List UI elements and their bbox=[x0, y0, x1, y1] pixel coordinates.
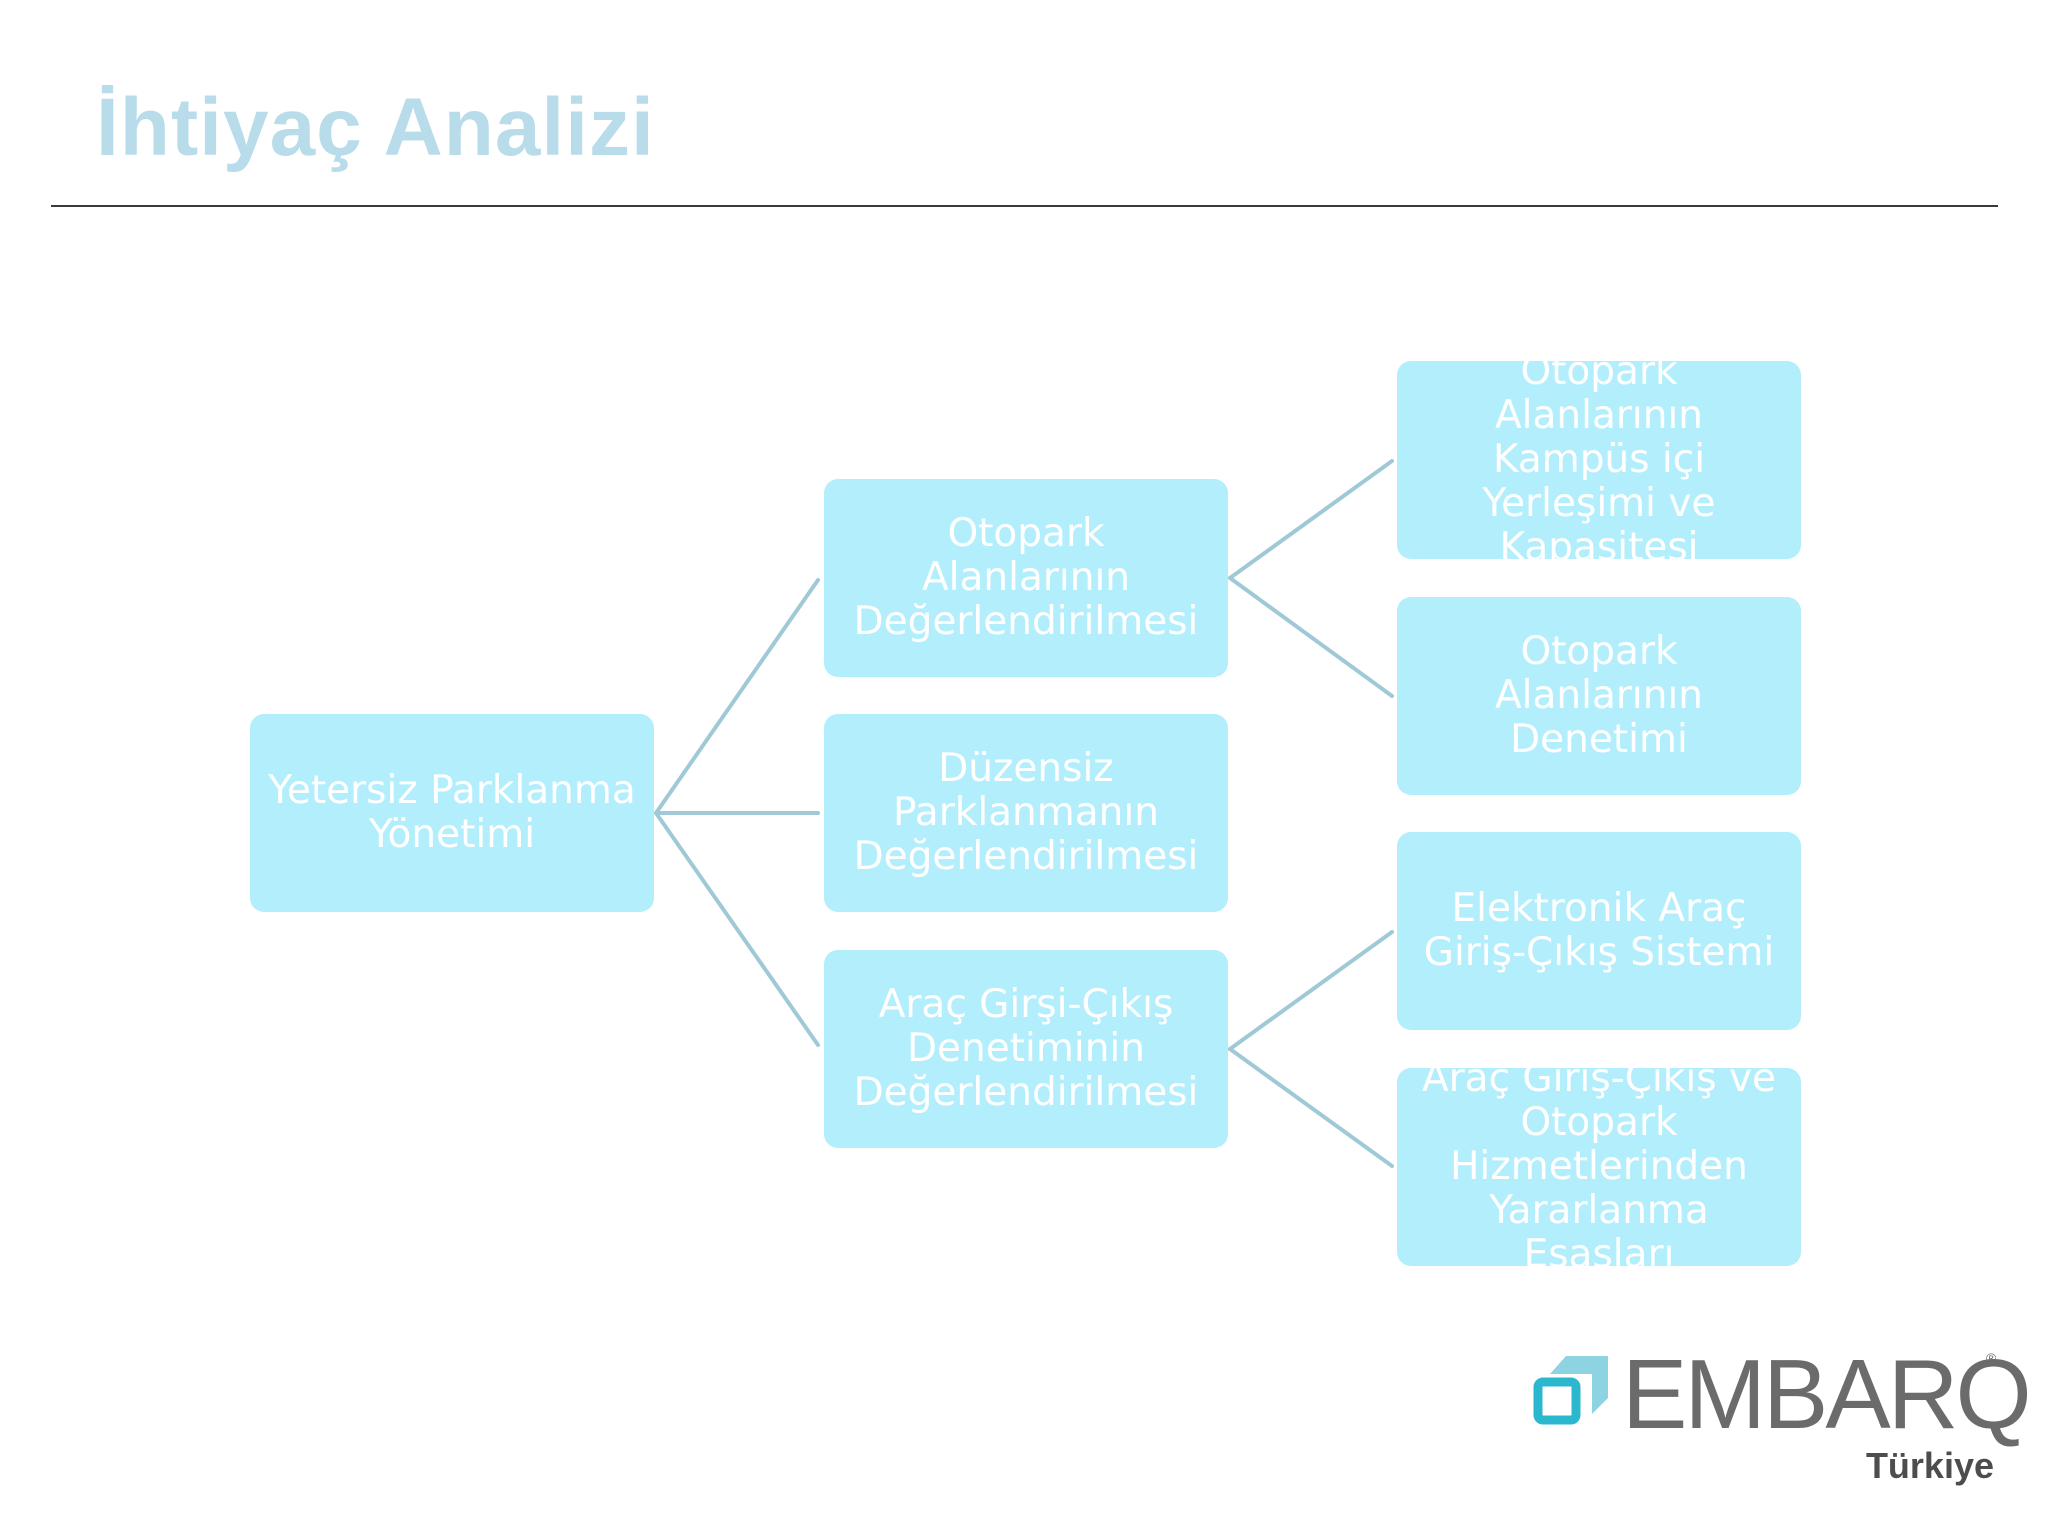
connector-root-branch-3 bbox=[654, 811, 820, 1047]
logo-registered-mark: ® bbox=[1986, 1350, 1997, 1366]
root-node-label: Yetersiz Parklanma Yönetimi bbox=[268, 768, 636, 857]
leaf-node-1-2: Otopark Alanlarının Denetimi bbox=[1397, 597, 1801, 795]
leaf-node-1-1-label: Otopark Alanlarının Kampüs içi Yerleşimi… bbox=[1482, 349, 1716, 570]
slide-title: İhtiyaç Analizi bbox=[96, 82, 655, 173]
root-node: Yetersiz Parklanma Yönetimi bbox=[250, 714, 654, 912]
leaf-node-3-2-label: Araç Giriş-Çıkış ve Otopark Hizmetlerind… bbox=[1421, 1056, 1777, 1277]
branch-node-3: Araç Girşi-Çıkış Denetiminin Değerlendir… bbox=[824, 950, 1228, 1148]
leaf-node-3-1: Elektronik Araç Giriş-Çıkış Sistemi bbox=[1397, 832, 1801, 1030]
branch-node-3-label: Araç Girşi-Çıkış Denetiminin Değerlendir… bbox=[853, 982, 1199, 1115]
logo-subtitle: Türkiye bbox=[1865, 1445, 1994, 1486]
connector-root-branch-1 bbox=[654, 578, 820, 815]
connector-branch-3-leaf-1 bbox=[1228, 930, 1394, 1051]
leaf-node-1-1: Otopark Alanlarının Kampüs içi Yerleşimi… bbox=[1397, 350, 1801, 570]
branch-node-1-label: Otopark Alanlarının Değerlendirilmesi bbox=[853, 511, 1199, 644]
embarq-logo-mark-icon bbox=[1533, 1356, 1608, 1425]
connector-branch-1-leaf-1 bbox=[1228, 459, 1394, 580]
leaf-node-1-2-label: Otopark Alanlarının Denetimi bbox=[1494, 629, 1703, 762]
branch-node-2: Düzensiz Parklanmanın Değerlendirilmesi bbox=[824, 714, 1228, 912]
branch-node-1: Otopark Alanlarının Değerlendirilmesi bbox=[824, 479, 1228, 677]
logo-wordmark: EMBARQ bbox=[1622, 1339, 2032, 1449]
branch-node-2-label: Düzensiz Parklanmanın Değerlendirilmesi bbox=[853, 746, 1199, 879]
title-divider bbox=[51, 205, 1998, 207]
connector-branch-3-leaf-2 bbox=[1228, 1047, 1394, 1168]
connector-branch-1-leaf-2 bbox=[1228, 576, 1394, 698]
leaf-node-3-1-label: Elektronik Araç Giriş-Çıkış Sistemi bbox=[1423, 886, 1775, 975]
embarq-logo: EMBARQ ® Türkiye bbox=[1528, 1344, 2032, 1488]
leaf-node-3-2: Araç Giriş-Çıkış ve Otopark Hizmetlerind… bbox=[1397, 1057, 1801, 1277]
